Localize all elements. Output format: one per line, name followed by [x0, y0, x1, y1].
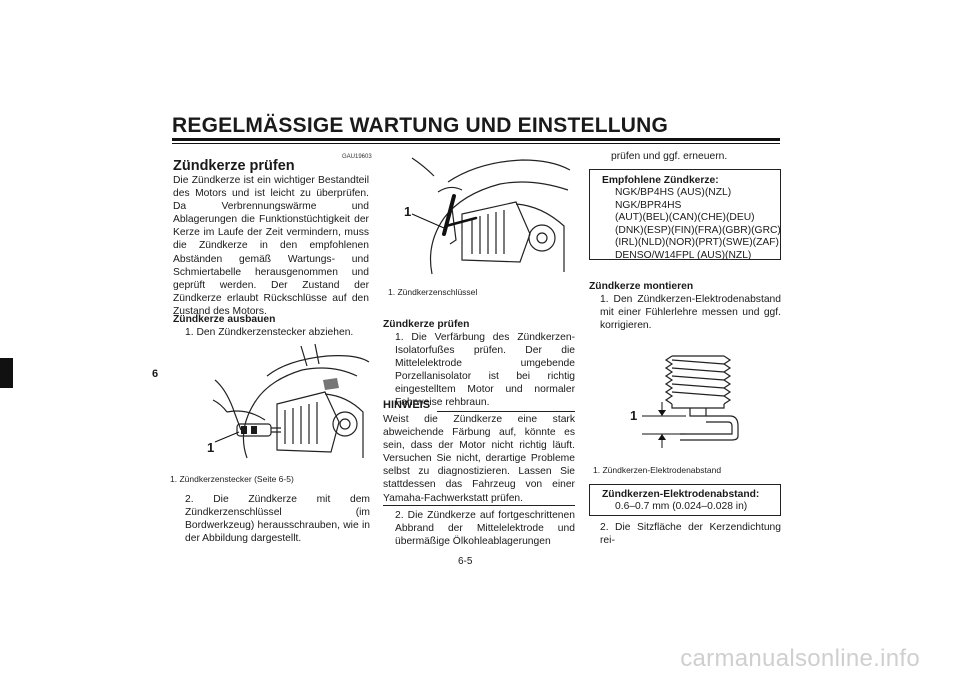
- spark-plug-thread-illustration: [642, 355, 739, 448]
- inspect-heading: Zündkerze prüfen: [383, 319, 470, 330]
- figure-spark-plug-wrench: 1: [392, 148, 574, 278]
- recommended-plug-title: Empfohlene Zündkerze:: [602, 175, 719, 186]
- electrode-gap-title: Zündkerzen-Elektrodenabstand:: [602, 489, 760, 500]
- install-step-1: 1. Den Zündkerzen-Elektrodenabstand mit …: [600, 294, 781, 332]
- plug-spec-line: NGK/BPR4HS: [615, 199, 682, 211]
- plug-spec-line: NGK/BP4HS (AUS)(NZL): [615, 187, 732, 198]
- inspect-step-2-continued: prüfen und ggf. erneuern.: [611, 151, 728, 162]
- engine-wrench-illustration: [411, 157, 571, 275]
- electrode-gap-value: 0.6–0.7 mm (0.024–0.028 in): [615, 501, 748, 512]
- figure-3-callout: 1: [630, 408, 638, 423]
- figure-2-caption: 1. Zündkerzenschlüssel: [388, 287, 478, 297]
- figure-2-callout: 1: [404, 204, 412, 219]
- install-step-2: 2. Die Sitzfläche der Kerzendichtung rei…: [600, 522, 781, 547]
- engine-cap-illustration: [212, 343, 370, 459]
- figure-3-caption: 1. Zündkerzen-Elektrodenabstand: [593, 465, 722, 475]
- header-rule: [172, 138, 780, 141]
- install-heading: Zündkerze montieren: [589, 281, 694, 292]
- remove-heading: Zündkerze ausbauen: [173, 314, 276, 325]
- inspect-step-1: 1. Die Verfärbung des Zündkerzen-Isolato…: [395, 332, 575, 409]
- page-title: REGELMÄSSIGE WARTUNG UND EINSTELLUNG: [172, 114, 669, 137]
- watermark: carmanualsonline.info: [680, 645, 920, 672]
- figure-1-callout: 1: [207, 440, 215, 455]
- remove-step-1: 1. Den Zündkerzenstecker abziehen.: [185, 327, 354, 338]
- intro-paragraph: Die Zündkerze ist ein wichtiger Bestandt…: [173, 175, 369, 317]
- electrode-gap-box: Zündkerzen-Elektrodenabstand: 0.6–0.7 mm…: [589, 484, 781, 516]
- note-rule-top: [437, 411, 575, 412]
- page-number: 6-5: [458, 556, 473, 567]
- plug-spec-line: (IRL)(NLD)(NOR)(PRT)(SWE)(ZAF): [615, 237, 779, 249]
- figure-electrode-gap: 1: [620, 350, 745, 450]
- plug-spec-line: DENSO/W14FPL (AUS)(NZL): [615, 249, 752, 261]
- header-rule-thin: [172, 143, 780, 144]
- plug-spec-line: (AUT)(BEL)(CAN)(CHE)(DEU): [615, 212, 755, 224]
- inspect-step-2: 2. Die Zündkerze auf fortgeschrittenen A…: [395, 510, 575, 548]
- recommended-plug-box: Empfohlene Zündkerze: NGK/BP4HS (AUS)(NZ…: [589, 169, 781, 261]
- section-heading: Zündkerze prüfen: [173, 158, 295, 174]
- plug-spec-line: (DNK)(ESP)(FIN)(FRA)(GBR)(GRC): [615, 224, 781, 236]
- note-rule-bottom: [383, 505, 575, 506]
- figure-1-caption: 1. Zündkerzenstecker (Seite 6-5): [170, 474, 294, 484]
- figure-spark-plug-cap: 1: [207, 340, 371, 470]
- note-text: Weist die Zündkerze eine stark abweichen…: [383, 414, 575, 504]
- section-code: GAU19603: [342, 154, 372, 160]
- remove-step-2: 2. Die Zündkerze mit dem Zündkerzenschlü…: [185, 494, 370, 545]
- chapter-number: 6: [152, 368, 159, 380]
- note-label: HINWEIS: [383, 399, 431, 411]
- chapter-tab: [0, 358, 13, 388]
